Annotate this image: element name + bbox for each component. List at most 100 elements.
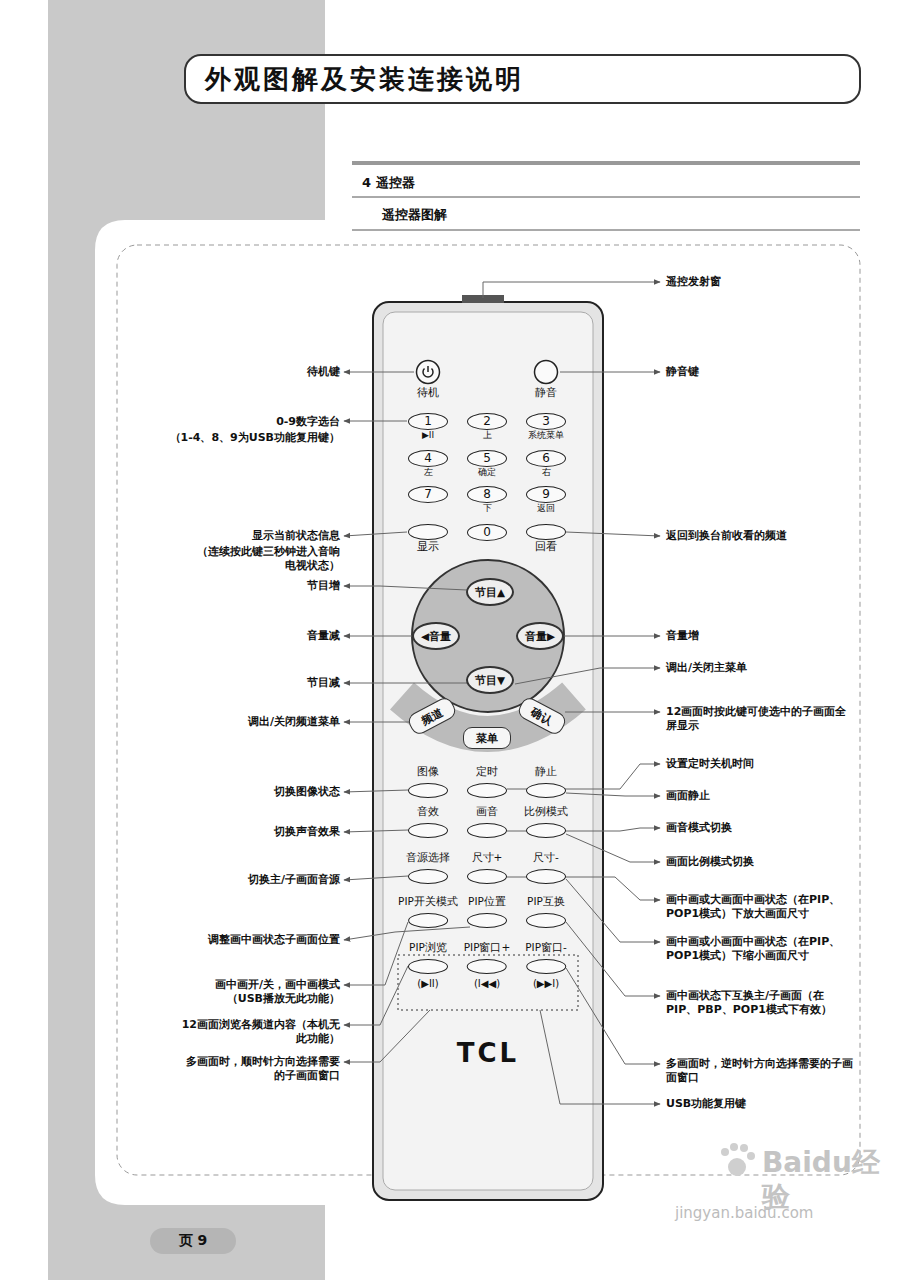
remote-button: 显示 — [408, 524, 448, 554]
button-oval — [526, 869, 566, 884]
callout-label: 画中画或小画面中画状态（在PIP、POP1模式）下缩小画面尺寸 — [666, 935, 854, 963]
key-sublabel: 右 — [542, 467, 551, 478]
callout-label: 画面静止 — [666, 789, 854, 803]
rule-line — [352, 230, 860, 231]
remote-button: 音效 — [408, 805, 448, 838]
round-key — [415, 359, 441, 385]
leader-line — [483, 282, 660, 298]
button-oval: 5 — [467, 450, 507, 467]
key-outline — [417, 361, 440, 384]
remote-button: 尺寸+ — [467, 851, 507, 884]
remote-button: 4左 — [408, 450, 448, 478]
key-sublabel: 系统菜单 — [528, 430, 564, 441]
leader-line — [566, 968, 660, 1064]
leader-line — [565, 712, 660, 713]
callout-label: 待机键 — [140, 365, 340, 379]
callout-label: 音量增 — [666, 629, 854, 643]
callout-label: 画音模式切换 — [666, 821, 854, 835]
callout-label: 调出/关闭主菜单 — [666, 661, 854, 675]
callout-label: 调出/关闭频道菜单 — [140, 715, 340, 729]
remote-button: 2上 — [467, 413, 507, 441]
callout-label: 画面比例模式切换 — [666, 855, 854, 869]
remote-button: 7 — [408, 486, 448, 503]
callout-label: 画中画状态下互换主/子画面（在PIP、PBP、POP1模式下有效） — [666, 989, 854, 1017]
remote-button: 比例模式 — [524, 805, 568, 838]
leader-line — [566, 532, 660, 536]
key-label: ◀音量 — [421, 630, 451, 643]
key-label: 音效 — [417, 805, 439, 818]
leader-line — [566, 879, 660, 942]
key-number: 1 — [424, 414, 432, 428]
button-oval: 3 — [526, 413, 566, 430]
remote-button: 3系统菜单 — [526, 413, 566, 441]
arc-key: 菜单 — [463, 727, 511, 749]
key-sublabel: 上 — [483, 430, 492, 441]
remote-button: 1▶II — [408, 413, 448, 441]
callout-label: 显示当前状态信息 — [140, 529, 340, 543]
callout-label: 画中画或大画面中画状态（在PIP、POP1模式）下放大画面尺寸 — [666, 893, 854, 921]
watermark: Baidu经验 — [762, 1146, 902, 1214]
dpad-key: 节目▲ — [466, 578, 514, 606]
callout-label: 节目减 — [140, 676, 340, 690]
key-label: 显示 — [417, 540, 439, 554]
round-key — [533, 359, 559, 385]
button-oval — [467, 783, 507, 798]
remote-button: 待机 — [415, 359, 441, 400]
callout-label: USB功能复用键 — [666, 1097, 854, 1111]
key-label: 图像 — [417, 765, 439, 778]
button-oval — [408, 869, 448, 884]
callout-label: 调整画中画状态子画面位置 — [125, 933, 340, 947]
key-sublabel: 下 — [483, 503, 492, 514]
callout-label: 多画面时，逆时针方向选择需要的子画面窗口 — [666, 1057, 854, 1085]
paw-toe — [740, 1144, 748, 1152]
callout-label: 遥控发射窗 — [666, 275, 854, 289]
callout-label: 节目增 — [140, 579, 340, 593]
callout-label: 静音键 — [666, 365, 854, 379]
leader-line — [344, 966, 408, 1025]
rule-line — [352, 197, 860, 198]
usb-key-label: (I◀◀) — [474, 977, 500, 990]
key-number: 5 — [483, 451, 491, 465]
leader-line — [515, 668, 660, 684]
remote-control: TCL待机静音1▶II2上3系统菜单4左5确定6右78下9返回0显示回看节目▲◀… — [373, 302, 603, 1200]
callout-label: 12画面浏览各频道内容（本机无此功能） — [180, 1018, 340, 1046]
callout-label: 切换声音效果 — [140, 825, 340, 839]
remote-button: PIP开关模式 — [398, 895, 458, 928]
button-oval: 8 — [467, 486, 507, 503]
button-oval — [526, 524, 566, 540]
paw-pad — [728, 1158, 746, 1176]
button-oval — [467, 913, 507, 928]
key-sublabel: 返回 — [537, 503, 555, 514]
page-number-tab: 页 9 — [150, 1228, 236, 1254]
leader-line — [344, 372, 414, 373]
callout-label: 设置定时关机时间 — [666, 757, 854, 771]
remote-button: PIP互换 — [526, 895, 566, 928]
callout-label: 返回到换台前收看的频道 — [666, 529, 854, 543]
remote-button: 静音 — [533, 359, 559, 400]
key-label: 音量▶ — [525, 630, 555, 643]
page-number: 页 9 — [179, 1232, 208, 1250]
key-label: 定时 — [476, 765, 498, 778]
callout-label: 多画面时，顺时针方向选择需要的子画面窗口 — [180, 1055, 340, 1083]
paw-toe — [730, 1143, 738, 1151]
callout-label: 切换图像状态 — [140, 785, 340, 799]
button-oval — [526, 913, 566, 928]
callout-label: 画中画开/关，画中画模式（USB播放无此功能） — [180, 978, 340, 1006]
remote-button: 尺寸- — [526, 851, 566, 884]
key-number: 8 — [483, 487, 491, 501]
key-label: 画音 — [476, 805, 498, 818]
leader-line — [344, 790, 408, 792]
key-label: 尺寸- — [533, 851, 559, 864]
rule-line — [352, 161, 860, 165]
remote-button: 画音 — [467, 805, 507, 838]
usb-key-label: (▶II) — [417, 977, 438, 990]
button-oval — [408, 823, 448, 838]
page-title: 外观图解及安装连接说明 — [205, 60, 524, 98]
leader-line — [344, 927, 470, 940]
key-label: 比例模式 — [524, 805, 568, 818]
leader-line — [344, 636, 412, 637]
remote-button: PIP窗口+(I◀◀) — [464, 941, 511, 990]
arc-key: 频道 — [406, 695, 459, 737]
key-number: 4 — [424, 451, 432, 465]
arc-key: 确认 — [516, 695, 569, 737]
